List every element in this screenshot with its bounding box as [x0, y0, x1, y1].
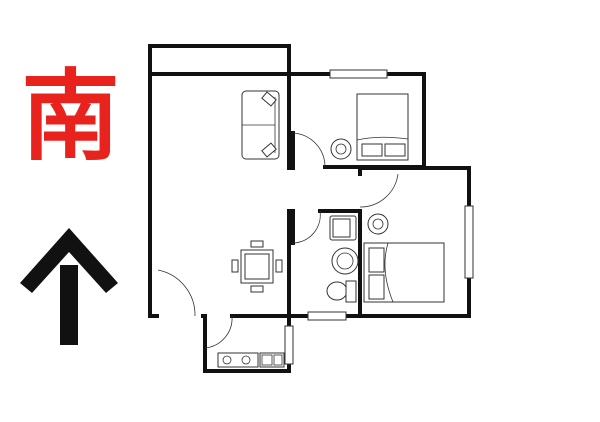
doors [157, 132, 399, 349]
sofa-icon [241, 90, 280, 160]
south-direction-label: 南 [21, 60, 120, 174]
walls [148, 72, 471, 373]
kitchen-counter-icon [217, 352, 285, 368]
bed-icon [330, 93, 409, 161]
direction-arrow-icon [20, 228, 118, 345]
windows [284, 69, 474, 365]
bathroom-fixtures-icon [326, 215, 359, 303]
dining-table-icon [231, 240, 283, 293]
bed-icon [363, 213, 445, 303]
balcony [148, 44, 291, 76]
